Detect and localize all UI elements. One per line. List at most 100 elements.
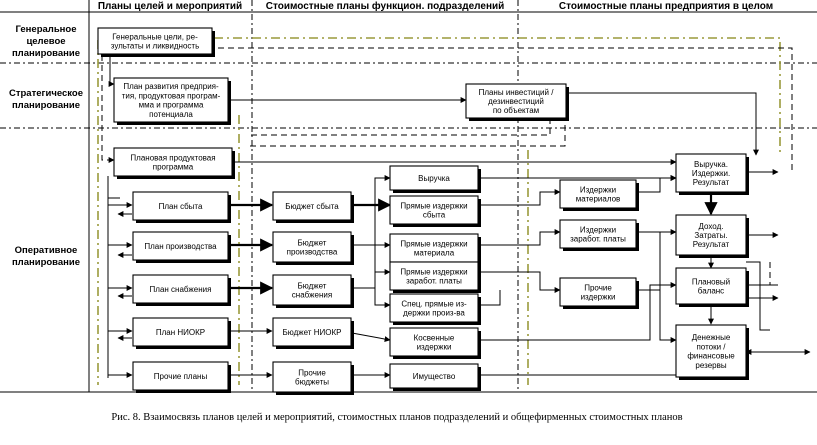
box-budget-sales: Бюджет сбыта xyxy=(272,191,354,223)
box-text-line: Генеральные цели, ре- xyxy=(112,32,198,41)
level-operative-label: Оперативное планирование xyxy=(12,245,80,268)
box-text-line: Денежные xyxy=(692,333,731,342)
box-frame xyxy=(272,231,352,263)
box-text-line: План производства xyxy=(144,242,217,251)
box-text-line: Издержки xyxy=(580,185,616,194)
box-frame xyxy=(272,361,352,393)
box-text-line: Результат xyxy=(693,178,730,187)
level-general-line-2: целевое xyxy=(26,36,65,47)
box-frame xyxy=(272,191,352,221)
box-frame xyxy=(675,153,747,193)
box-text-line: сбыта xyxy=(423,211,446,220)
box-income-costs-result: Доход.Затраты.Результат xyxy=(675,214,749,258)
box-text-line: дезинвестиций xyxy=(488,97,544,106)
box-text-line: Бюджет xyxy=(298,281,327,290)
box-frame xyxy=(675,214,747,256)
box-frame xyxy=(389,165,479,191)
figure-caption: Рис. 8. Взаимосвязь планов целей и мероп… xyxy=(111,412,682,423)
box-frame xyxy=(465,83,567,119)
box-general-goals: Генеральные цели, ре-зультаты и ликвидно… xyxy=(97,27,215,57)
box-text-line: издержки xyxy=(581,293,616,302)
connectors xyxy=(107,54,811,378)
box-frame xyxy=(132,231,229,261)
box-plan-rnd: План НИОКР xyxy=(132,317,231,349)
box-plan-sales: План сбыта xyxy=(132,191,231,223)
box-text-line: План развития предприя- xyxy=(123,82,219,91)
box-text-line: Выручка. xyxy=(694,160,728,169)
box-text-line: Прочие планы xyxy=(154,372,208,381)
box-text-line: Плановая продуктовая xyxy=(130,153,215,162)
box-frame xyxy=(389,293,479,323)
box-text-line: План сбыта xyxy=(159,202,203,211)
box-plan-supply: План снабжения xyxy=(132,274,231,306)
box-special-direct: Спец. прямые из-держки произ-ва xyxy=(389,293,481,325)
box-property: Имущество xyxy=(389,363,481,391)
box-text-line: Прямые издержки xyxy=(400,201,467,210)
box-text-line: мма и программа xyxy=(139,101,204,110)
feedback-routes xyxy=(97,37,793,385)
box-text-line: План снабжения xyxy=(150,285,212,294)
box-frame xyxy=(389,195,479,225)
box-text-line: тия, продуктовая програм- xyxy=(122,91,221,100)
level-strategic-line-1: Стратегическое xyxy=(9,88,83,99)
box-frame xyxy=(559,219,637,249)
box-text-line: программа xyxy=(153,163,194,172)
box-plan-production: План производства xyxy=(132,231,231,263)
box-text-line: резервы xyxy=(695,361,726,370)
box-frame xyxy=(559,179,637,209)
box-text-line: Прямые издержки xyxy=(400,239,467,248)
box-text-line: заработ. платы xyxy=(406,277,462,286)
box-frame xyxy=(113,77,229,123)
box-text-line: Бюджет xyxy=(298,238,327,247)
box-text-line: Доход. xyxy=(699,222,724,231)
level-strategic-label: Стратегическое планирование xyxy=(9,88,83,111)
box-text-line: Плановый xyxy=(692,277,730,286)
box-frame xyxy=(272,274,352,306)
box-text-line: Прямые издержки xyxy=(400,267,467,276)
box-text-line: материалов xyxy=(576,195,621,204)
box-text-line: Планы инвестиций / xyxy=(479,88,555,97)
box-text-line: по объектам xyxy=(493,106,539,115)
box-text-line: Затраты. xyxy=(694,231,727,240)
box-frame xyxy=(675,324,747,378)
box-frame xyxy=(389,261,479,291)
box-frame xyxy=(97,27,213,55)
box-frame xyxy=(675,267,747,305)
box-budget-rnd: Бюджет НИОКР xyxy=(272,317,354,349)
box-text-line: заработ. платы xyxy=(570,235,626,244)
box-revenue: Выручка xyxy=(389,165,481,193)
level-general-label: Генеральное целевое планирование xyxy=(12,24,80,59)
box-frame xyxy=(132,361,229,391)
box-frame xyxy=(132,317,229,347)
box-text-line: финансовые xyxy=(687,352,735,361)
box-text-line: зультаты и ликвидность xyxy=(111,42,200,51)
box-text-line: потенциала xyxy=(149,110,193,119)
box-rev-costs-result: Выручка.Издержки.Результат xyxy=(675,153,749,195)
box-strategic-plan: План развития предприя-тия, продуктовая … xyxy=(113,77,231,125)
box-text-line: Прочие xyxy=(584,283,612,292)
box-frame xyxy=(389,327,479,357)
box-plan-other: Прочие планы xyxy=(132,361,231,393)
box-text-line: производства xyxy=(287,248,338,257)
box-text-line: Бюджет НИОКР xyxy=(283,328,342,337)
box-text-line: материала xyxy=(414,249,455,258)
box-text-line: Косвенные xyxy=(414,333,455,342)
box-frame xyxy=(389,363,479,389)
boxes-layer: Генеральные цели, ре-зультаты и ликвидно… xyxy=(97,27,749,395)
box-frame xyxy=(272,317,352,347)
box-text-line: потоки / xyxy=(696,342,726,351)
